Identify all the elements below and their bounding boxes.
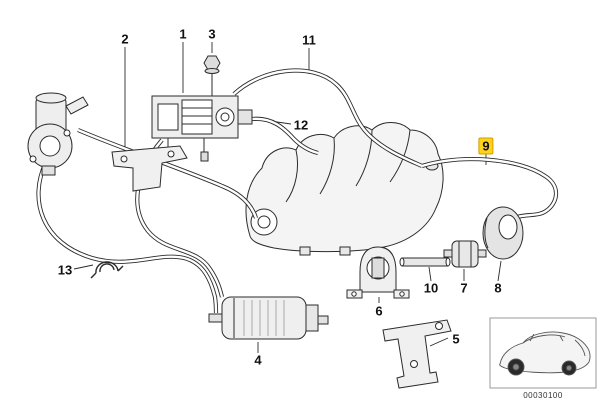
damper-ring-drawing [482, 206, 524, 260]
air-valve-drawing [27, 92, 89, 176]
hose-clamp-drawing [90, 261, 124, 279]
nut-drawing [203, 55, 221, 71]
callout-9-highlighted[interactable]: 9 [478, 137, 494, 155]
callout-12[interactable]: 12 [293, 117, 309, 133]
car-silhouette [499, 331, 591, 376]
callout-4[interactable]: 4 [254, 352, 262, 368]
inline-valve-drawing [443, 240, 487, 268]
callout-11[interactable]: 11 [302, 32, 316, 48]
callout-3[interactable]: 3 [208, 26, 216, 42]
callout-6[interactable]: 6 [375, 303, 383, 319]
connector-pipe-drawing [399, 257, 451, 267]
solenoid-valve-drawing [151, 55, 253, 162]
clamp-holder-drawing [346, 246, 410, 299]
callout-8[interactable]: 8 [494, 280, 502, 296]
mounting-bracket-drawing [111, 145, 188, 192]
reservoir-canister-drawing [208, 296, 329, 340]
callout-10[interactable]: 10 [423, 280, 439, 296]
diagram-code: 00030100 [523, 391, 563, 400]
callout-5[interactable]: 5 [452, 331, 460, 347]
callout-7[interactable]: 7 [460, 280, 468, 296]
intake-manifold-drawing [245, 122, 444, 256]
support-bracket-drawing [382, 319, 452, 389]
callout-1[interactable]: 1 [179, 26, 187, 42]
callout-13[interactable]: 13 [57, 262, 73, 278]
callout-2[interactable]: 2 [121, 31, 129, 47]
vehicle-thumbnail [489, 317, 597, 389]
